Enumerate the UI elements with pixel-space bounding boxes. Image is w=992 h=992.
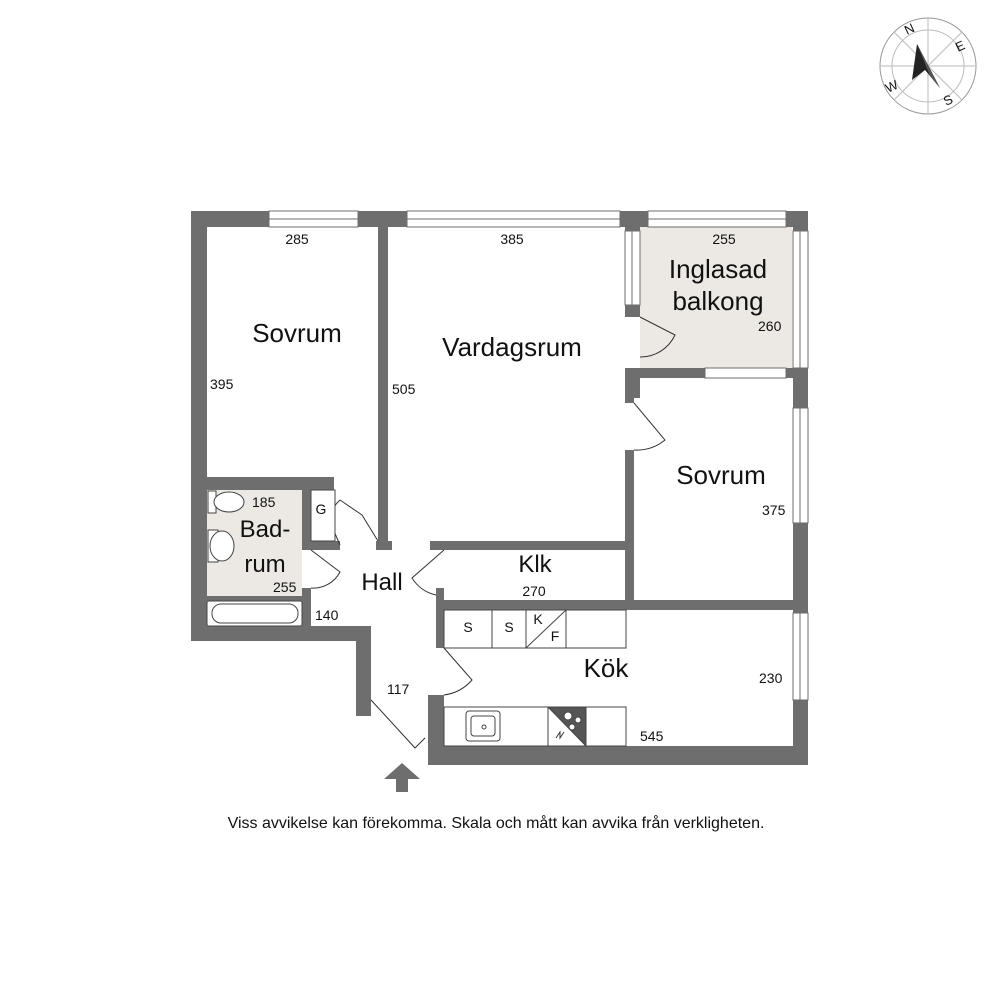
dim-vardagsrum-depth: 505 xyxy=(392,381,416,397)
room-label-garderob: G xyxy=(316,501,327,517)
disclaimer: Viss avvikelse kan förekomma. Skala och … xyxy=(227,815,765,832)
dim-sovrum-1-depth: 395 xyxy=(210,376,234,392)
room-label-sovrum-1: Sovrum xyxy=(252,318,342,348)
appliance-k: K xyxy=(533,611,543,627)
room-label-klk: Klk xyxy=(518,551,552,578)
dim-badrum-width: 185 xyxy=(252,494,276,510)
appliance-s2: S xyxy=(504,619,513,635)
dim-hall-small: 140 xyxy=(315,607,339,623)
room-label-badrum-2: rum xyxy=(244,551,285,578)
room-label-balkong-2: balkong xyxy=(672,286,763,316)
dim-klk-width: 270 xyxy=(522,583,546,599)
entrance-arrow-icon xyxy=(384,763,420,792)
dim-hall-depth: 117 xyxy=(387,681,410,697)
appliance-f: F xyxy=(551,628,560,644)
dim-balkong-width: 255 xyxy=(712,231,736,247)
appliance-s1: S xyxy=(463,619,472,635)
dim-sovrum-1-width: 285 xyxy=(285,231,309,247)
balcony-floor xyxy=(640,227,792,377)
walls xyxy=(191,211,808,765)
room-label-sovrum-2: Sovrum xyxy=(676,460,766,490)
toilet-bowl xyxy=(213,491,245,513)
wardrobe xyxy=(310,489,336,542)
room-label-hall: Hall xyxy=(361,569,402,596)
dim-sovrum-2-depth: 375 xyxy=(762,502,786,518)
dim-vardagsrum-width: 385 xyxy=(500,231,524,247)
compass-icon: N E S W xyxy=(879,17,977,115)
dim-balkong-depth: 260 xyxy=(758,318,782,334)
counter-top xyxy=(443,609,627,649)
fixtures xyxy=(206,489,627,748)
windows xyxy=(268,210,809,701)
room-label-vardagsrum: Vardagsrum xyxy=(442,332,582,362)
dim-kok-width: 545 xyxy=(640,728,664,744)
dim-kok-depth: 230 xyxy=(759,670,783,686)
dim-badrum-length: 255 xyxy=(273,579,297,595)
room-label-kok: Kök xyxy=(584,653,630,683)
room-label-badrum-1: Bad- xyxy=(240,516,291,543)
room-label-balkong-1: Inglasad xyxy=(669,254,767,284)
